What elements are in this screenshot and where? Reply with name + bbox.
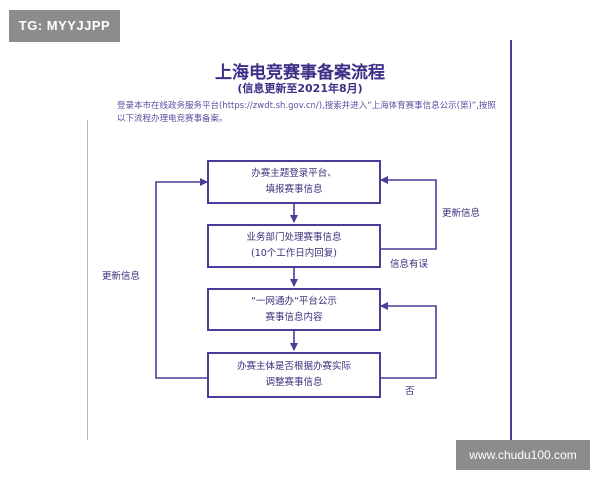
step-3-line2: 赛事信息内容 xyxy=(265,311,323,323)
step-4-line1: 办赛主体是否根据办赛实际 xyxy=(236,361,351,372)
step-2-line1: 业务部门处理赛事信息 xyxy=(246,232,342,243)
intro-text: 登录本市在线政务服务平台(https://zwdt.sh.gov.cn/),搜索… xyxy=(117,101,496,124)
step-1-line2: 填报赛事信息 xyxy=(265,184,323,195)
label-no: 否 xyxy=(405,386,415,397)
step-box-1: 办赛主题登录平台、 填报赛事信息 xyxy=(207,160,381,204)
step-box-3: “一网通办“平台公示 赛事信息内容 xyxy=(207,288,381,331)
page-title: 上海电竞赛事备案流程 xyxy=(215,63,385,83)
watermark-top: TG: MYYJJPP xyxy=(9,10,120,42)
label-error: 信息有误 xyxy=(390,259,429,270)
step-box-2: 业务部门处理赛事信息 (10个工作日内回复) xyxy=(207,224,381,268)
loop-no-right xyxy=(380,302,437,379)
frame-left-border xyxy=(87,120,88,440)
step-4-line2: 调整赛事信息 xyxy=(265,377,323,388)
loop-error-right xyxy=(380,176,437,250)
label-update-left: 更新信息 xyxy=(102,271,141,282)
frame-right-border xyxy=(510,40,512,440)
page-subtitle: (信息更新至2021年8月) xyxy=(237,82,363,95)
loop-update-left xyxy=(155,178,208,379)
step-3-line1: “一网通办“平台公示 xyxy=(251,295,337,307)
step-2-line2: (10个工作日内回复) xyxy=(250,248,337,259)
step-1-line1: 办赛主题登录平台、 xyxy=(251,168,337,179)
step-box-4: 办赛主体是否根据办赛实际 调整赛事信息 xyxy=(207,352,381,398)
label-update-right: 更新信息 xyxy=(442,208,481,219)
watermark-bottom: www.chudu100.com xyxy=(456,440,590,470)
